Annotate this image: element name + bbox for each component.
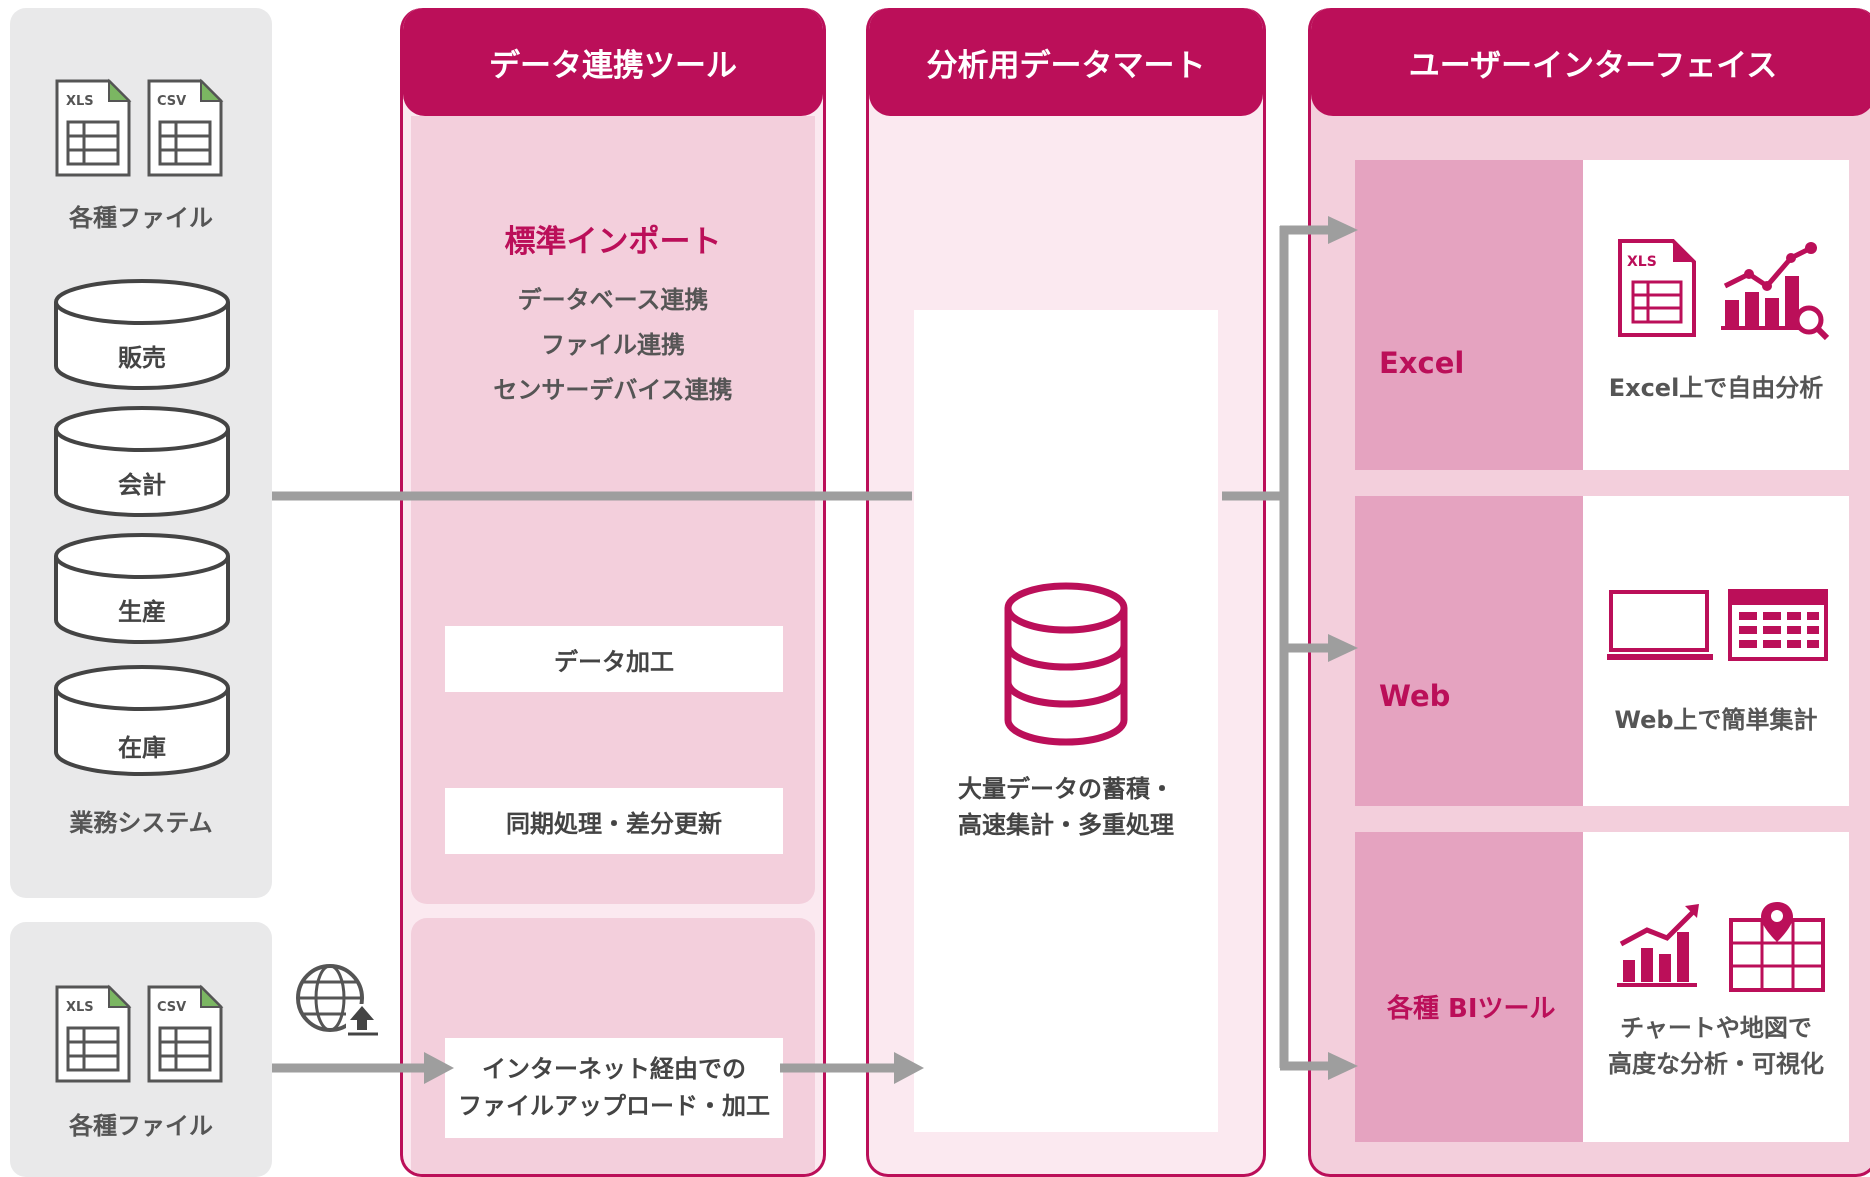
svg-text:CSV: CSV: [157, 1000, 186, 1015]
caption-line-2: 高速集計・多重処理: [958, 811, 1174, 839]
files-label-top: 各種ファイル: [69, 204, 213, 232]
import-item-database: データベース連携: [517, 286, 709, 314]
growth-chart-icon: [1617, 900, 1703, 990]
excel-label-panel: [1355, 160, 1583, 470]
db-accounting: 会計: [52, 405, 232, 519]
xls-file-icon: XLS: [54, 984, 132, 1084]
standard-import-title: 標準インポート: [504, 224, 722, 260]
db-inventory: 在庫: [52, 664, 232, 778]
sync-update-box: 同期処理・差分更新: [445, 788, 783, 854]
db-sales: 販売: [52, 278, 232, 392]
web-label-panel: [1355, 496, 1583, 806]
data-processing-box: データ加工: [445, 626, 783, 692]
bar-chart-magnifier-icon: [1719, 238, 1831, 342]
database-icon: [54, 406, 230, 517]
user-interface-title: ユーザーインターフェイス: [1311, 8, 1870, 116]
svg-text:XLS: XLS: [66, 94, 94, 109]
xls-file-icon: XLS: [54, 78, 132, 178]
import-item-sensor: センサーデバイス連携: [493, 376, 733, 404]
integration-tool-title: データ連携ツール: [403, 8, 823, 116]
laptop-icon: [1607, 588, 1713, 664]
caption-line-1: 大量データの蓄積・: [958, 775, 1174, 803]
map-pin-grid-icon: [1727, 898, 1827, 994]
svg-text:XLS: XLS: [1627, 254, 1657, 270]
csv-file-icon: CSV: [146, 984, 224, 1084]
csv-file-icon: CSV: [146, 78, 224, 178]
bi-label: 各種 BIツール: [1387, 994, 1556, 1024]
svg-text:CSV: CSV: [157, 94, 186, 109]
user-interface-column: ユーザーインターフェイス Excel XLS: [1308, 8, 1870, 1177]
database-icon: [54, 665, 230, 776]
web-label: Web: [1379, 679, 1451, 713]
upload-line-1: インターネット経由での: [482, 1054, 746, 1083]
internet-upload-box: インターネット経由での ファイルアップロード・加工: [445, 1038, 783, 1138]
excel-label: Excel: [1379, 346, 1465, 380]
db-production: 生産: [52, 532, 232, 646]
svg-text:XLS: XLS: [66, 1000, 94, 1015]
web-desc: Web上で簡単集計: [1614, 706, 1818, 734]
table-grid-icon: [1727, 588, 1829, 664]
ui-row-bi: 各種 BIツール チャートや地: [1355, 832, 1849, 1142]
database-icon: [54, 279, 230, 390]
systems-label: 業務システム: [69, 809, 213, 837]
globe-upload-icon: [292, 960, 388, 1036]
xls-file-icon: XLS: [1617, 238, 1697, 338]
files-label-bottom: 各種ファイル: [69, 1112, 213, 1140]
database-icon: [54, 533, 230, 644]
excel-desc: Excel上で自由分析: [1608, 374, 1824, 402]
integration-main-area: [411, 116, 815, 904]
bi-desc-line-1: チャートや地図で: [1620, 1014, 1812, 1042]
bi-desc-line-2: 高度な分析・可視化: [1608, 1050, 1824, 1078]
integration-tool-column: データ連携ツール 標準インポート データベース連携 ファイル連携 センサーデバイ…: [400, 8, 826, 1177]
stack-database-icon: [1002, 580, 1130, 746]
bi-desc: チャートや地図で 高度な分析・可視化: [1583, 1010, 1849, 1082]
data-mart-column: 分析用データマート 大量データの蓄積・ 高速集計・多重処理: [866, 8, 1266, 1177]
import-item-file: ファイル連携: [541, 331, 685, 359]
source-files-panel: [10, 922, 272, 1177]
data-mart-caption: 大量データの蓄積・ 高速集計・多重処理: [869, 771, 1263, 843]
ui-row-web: Web Web上で簡単集計: [1355, 496, 1849, 806]
data-mart-title: 分析用データマート: [869, 8, 1263, 116]
ui-row-excel: Excel XLS: [1355, 160, 1849, 470]
bi-label-panel: [1355, 832, 1583, 1142]
upload-line-2: ファイルアップロード・加工: [458, 1092, 770, 1120]
